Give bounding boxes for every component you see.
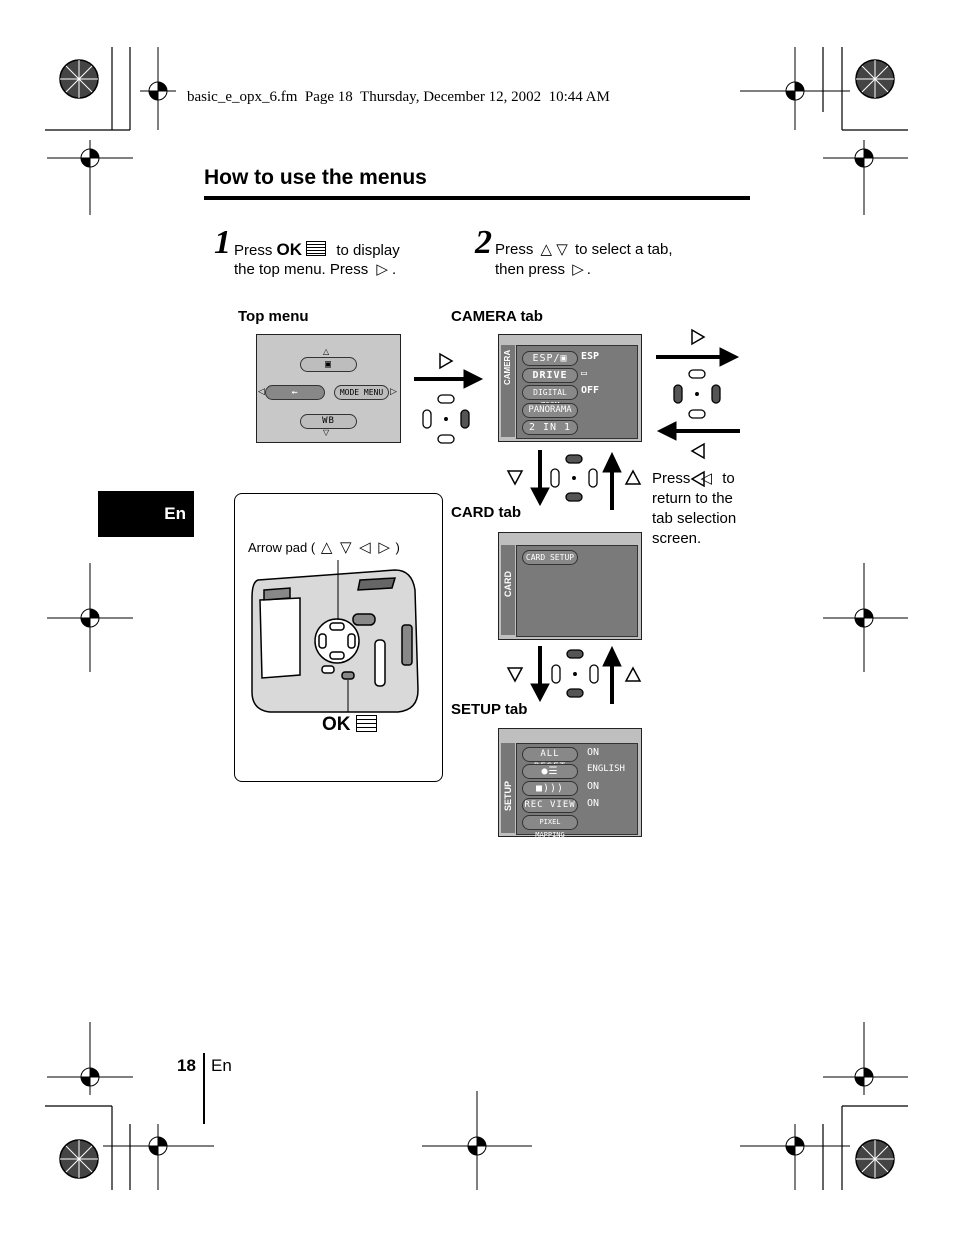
right-arrow-icon: ▷ [572, 261, 584, 278]
step2-line2: then press ▷. [495, 260, 591, 278]
ok-button-label: OK [322, 714, 377, 736]
side-note-line4: screen. [652, 530, 702, 547]
label-card-tab: CARD tab [451, 504, 521, 521]
camera-item-0: ESP/▣ [522, 351, 578, 366]
side-note-press: Press [652, 470, 691, 487]
label-top-menu: Top menu [238, 308, 309, 325]
page-number: 18 [177, 1056, 196, 1075]
camera-item-1: DRIVE [522, 368, 578, 383]
down-arrow-icon: ▽ [340, 539, 352, 556]
step-number-1: 1 [214, 224, 231, 261]
step1-text-c: . [391, 261, 397, 278]
step2-line1: Press △ ▽ to select a tab, [495, 240, 673, 258]
step2-text-a: to select a tab, [574, 241, 673, 258]
camera-item-4: 2 IN 1 [522, 420, 578, 435]
ok-label: OK [276, 240, 303, 259]
label-camera-tab: CAMERA tab [451, 308, 543, 325]
setup-item-4: PIXEL MAPPING [522, 815, 578, 839]
arrow-pad-open: Arrow pad ( [248, 540, 316, 555]
setup-item-2: ■))) [522, 781, 578, 796]
side-note-line3: tab selection [652, 510, 737, 527]
step-number-2: 2 [475, 224, 492, 261]
top-right-arrow-icon: ▷ [390, 386, 397, 396]
camera-sidebar [501, 345, 515, 437]
step1-press: Press [234, 242, 273, 259]
right-arrow-icon: ▷ [378, 539, 390, 556]
language-tab-label: En [164, 504, 186, 523]
camera-value-1: ▭ [581, 368, 588, 379]
step2-text-c: . [586, 261, 591, 278]
camera-illustration-box [234, 493, 443, 782]
page-title: How to use the menus [204, 166, 427, 189]
footer-rule [203, 1053, 205, 1124]
language-tab: En [98, 491, 194, 537]
step1-text-b: the top menu. Press [234, 261, 369, 278]
step1-text-a: to display [336, 242, 400, 259]
side-note: Press ◁ to return to the tab selection s… [652, 469, 736, 549]
arrow-pad-close: ) [395, 540, 400, 555]
quality-item: ⇜ [265, 385, 325, 400]
top-menu-screen: △ ▣ ◁ ⇜ MODE MENU ▷ WB ▽ [256, 334, 401, 443]
setup-value-0: ON [587, 747, 600, 758]
top-left-arrow-icon: ◁ [258, 386, 265, 396]
left-arrow-icon: ◁ [359, 539, 371, 556]
mode-menu-item: MODE MENU [334, 385, 389, 400]
setup-tab-screen: SETUP ALL RESET ●☰ ■))) REC VIEW PIXEL M… [498, 728, 642, 839]
exposure-item: ▣ [300, 357, 357, 372]
camera-value-2: OFF [581, 385, 600, 396]
card-sidebar [501, 545, 515, 635]
card-tab-screen: CARD CARD SETUP [498, 532, 642, 640]
card-item-0: CARD SETUP [522, 550, 578, 565]
camera-tab-screen: CAMERA ESP/▣ DRIVE DIGITAL ZOOM PANORAMA… [498, 334, 642, 442]
arrow-pad-caption: Arrow pad ( △ ▽ ◁ ▷ ) [248, 538, 400, 556]
step1-line1: Press OK to display [234, 240, 400, 260]
step1-line2: the top menu. Press ▷. [234, 260, 396, 278]
down-arrow-icon: ▽ [556, 241, 568, 258]
setup-value-3: ON [587, 798, 600, 809]
setup-item-1: ●☰ [522, 764, 578, 779]
footer-lang: En [211, 1056, 232, 1075]
side-note-to: to [722, 470, 735, 487]
up-arrow-icon: △ [540, 241, 553, 258]
left-arrow-icon: ◁ [700, 470, 713, 487]
step2-press: Press [495, 241, 534, 258]
top-up-arrow-icon: △ [323, 347, 330, 356]
side-note-line1: Press ◁ to [652, 469, 736, 489]
setup-value-2: ON [587, 781, 600, 792]
setup-value-1: ENGLISH [587, 764, 625, 774]
camera-value-0: ESP [581, 351, 600, 362]
setup-item-3: REC VIEW [522, 798, 578, 813]
file-header: basic_e_opx_6.fm Page 18 Thursday, Decem… [187, 89, 610, 105]
up-arrow-icon: △ [320, 539, 333, 556]
wb-item: WB [300, 414, 357, 429]
setup-sidebar [501, 743, 515, 833]
right-arrow-icon: ▷ [376, 261, 388, 278]
step2-text-b: then press [495, 261, 566, 278]
side-note-line2: return to the [652, 490, 733, 507]
ok-label: OK [322, 714, 351, 735]
label-setup-tab: SETUP tab [451, 701, 528, 718]
camera-item-3: PANORAMA [522, 403, 578, 418]
menu-icon [355, 715, 377, 732]
title-rule [204, 196, 750, 200]
menu-icon [306, 241, 327, 256]
top-down-arrow-icon: ▽ [323, 428, 330, 437]
